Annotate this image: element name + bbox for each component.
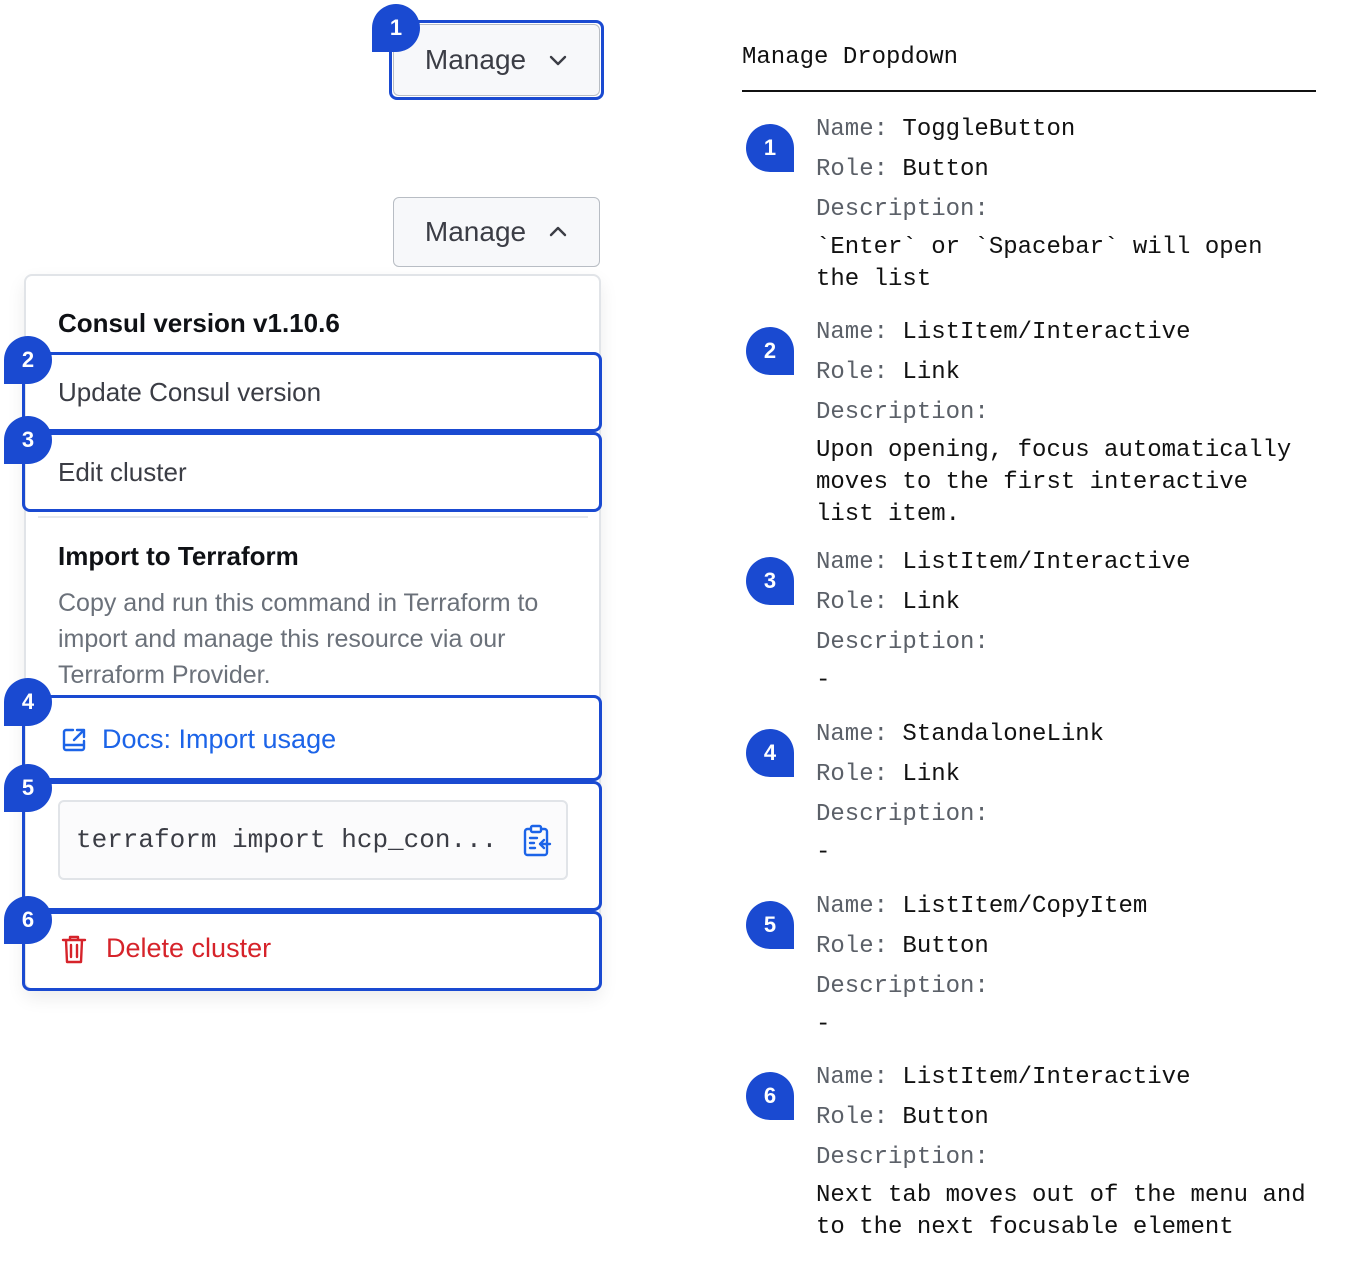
role-key: Role: (816, 156, 889, 183)
role-key: Role: (816, 1104, 889, 1131)
description-key: Description: (816, 1144, 989, 1171)
entry-role: Link (902, 761, 961, 788)
import-terraform-title: Import to Terraform (58, 541, 299, 571)
annotation-badge-6: 6 (4, 896, 52, 944)
panel-title: Manage Dropdown (742, 44, 959, 71)
docs-import-usage-item[interactable] (22, 695, 602, 781)
annotation-badge-4: 4 (4, 678, 52, 726)
name-key: Name: (816, 1064, 889, 1091)
entry-name: ListItem/Interactive (902, 319, 1191, 346)
entry-desc-line: - (816, 839, 831, 866)
edit-cluster-label: Edit cluster (58, 457, 187, 487)
description-key: Description: (816, 973, 989, 1000)
annotation-badge-5: 5 (4, 764, 52, 812)
role-key: Role: (816, 359, 889, 386)
copy-command-item[interactable]: terraform import hcp_con... (58, 800, 568, 880)
entry-desc-line: Upon opening, focus automatically (816, 437, 1292, 464)
entry-name: ListItem/Interactive (902, 549, 1191, 576)
entry-badge: 1 (746, 124, 794, 172)
entry-badge: 2 (746, 327, 794, 375)
role-key: Role: (816, 933, 889, 960)
description-key: Description: (816, 196, 989, 223)
entry-role: Button (902, 933, 989, 960)
entry-desc-line: moves to the first interactive (816, 469, 1249, 496)
description-key: Description: (816, 629, 989, 656)
entry-desc-line: `Enter` or `Spacebar` will open (816, 234, 1263, 261)
toggle-label: Manage (424, 44, 527, 75)
entry-name: ListItem/CopyItem (902, 893, 1148, 920)
manage-toggle-button-open[interactable]: Manage (393, 197, 600, 267)
entry-desc-line: - (816, 667, 831, 694)
consul-version-heading: Consul version v1.10.6 (58, 308, 340, 338)
manage-toggle-button-closed[interactable]: Manage (393, 24, 600, 96)
doc-entry-4: Name: StandaloneLink Role: Link Descript… (816, 715, 1336, 869)
annotation-badge-1: 1 (372, 4, 420, 52)
description-key: Description: (816, 801, 989, 828)
name-key: Name: (816, 319, 889, 346)
annotation-badge-3: 3 (4, 416, 52, 464)
role-key: Role: (816, 761, 889, 788)
name-key: Name: (816, 893, 889, 920)
doc-entry-3: Name: ListItem/Interactive Role: Link De… (816, 543, 1336, 697)
entry-desc-line: list item. (816, 501, 961, 528)
entry-badge: 3 (746, 557, 794, 605)
description-key: Description: (816, 399, 989, 426)
entry-desc-line: to the next focusable element (816, 1214, 1234, 1241)
annotation-badge-2: 2 (4, 336, 52, 384)
external-link-icon (62, 728, 86, 752)
terraform-command-text: terraform import hcp_con... (76, 825, 498, 855)
entry-badge: 5 (746, 901, 794, 949)
delete-cluster-label: Delete cluster (106, 933, 272, 963)
trash-icon (61, 935, 87, 964)
entry-name: ToggleButton (902, 116, 1076, 143)
chevron-down-icon (549, 55, 567, 66)
entry-role: Link (902, 359, 961, 386)
doc-entry-5: Name: ListItem/CopyItem Role: Button Des… (816, 887, 1336, 1041)
toggle-button-focus-ring (389, 20, 604, 100)
delete-cluster-item[interactable] (22, 911, 602, 991)
name-key: Name: (816, 549, 889, 576)
edit-cluster-item[interactable] (22, 432, 602, 512)
import-terraform-description: Copy and run this command in Terraform t… (58, 589, 539, 689)
clipboard-copy-icon[interactable] (521, 824, 553, 858)
panel-title-rule (742, 90, 1316, 92)
update-consul-version-item[interactable] (22, 352, 602, 432)
entry-badge: 6 (746, 1072, 794, 1120)
name-key: Name: (816, 721, 889, 748)
dropdown-separator (38, 516, 588, 518)
entry-desc-line: Next tab moves out of the menu and (816, 1182, 1306, 1209)
entry-name: ListItem/Interactive (902, 1064, 1191, 1091)
entry-badge: 4 (746, 729, 794, 777)
doc-entry-6: Name: ListItem/Interactive Role: Button … (816, 1058, 1336, 1244)
docs-import-usage-link[interactable]: Docs: Import usage (102, 724, 337, 754)
doc-entry-2: Name: ListItem/Interactive Role: Link De… (816, 313, 1336, 531)
entry-role: Link (902, 589, 961, 616)
toggle-label: Manage (424, 216, 527, 247)
entry-desc-line: the list (816, 266, 932, 293)
role-key: Role: (816, 589, 889, 616)
entry-role: Button (902, 1104, 989, 1131)
name-key: Name: (816, 116, 889, 143)
update-consul-version-label: Update Consul version (58, 377, 322, 407)
entry-name: StandaloneLink (902, 721, 1105, 748)
entry-desc-line: - (816, 1011, 831, 1038)
entry-role: Button (902, 156, 989, 183)
doc-entry-1: Name: ToggleButton Role: Button Descript… (816, 110, 1336, 296)
chevron-up-icon (549, 226, 567, 237)
copy-item-focus-ring (22, 781, 602, 911)
